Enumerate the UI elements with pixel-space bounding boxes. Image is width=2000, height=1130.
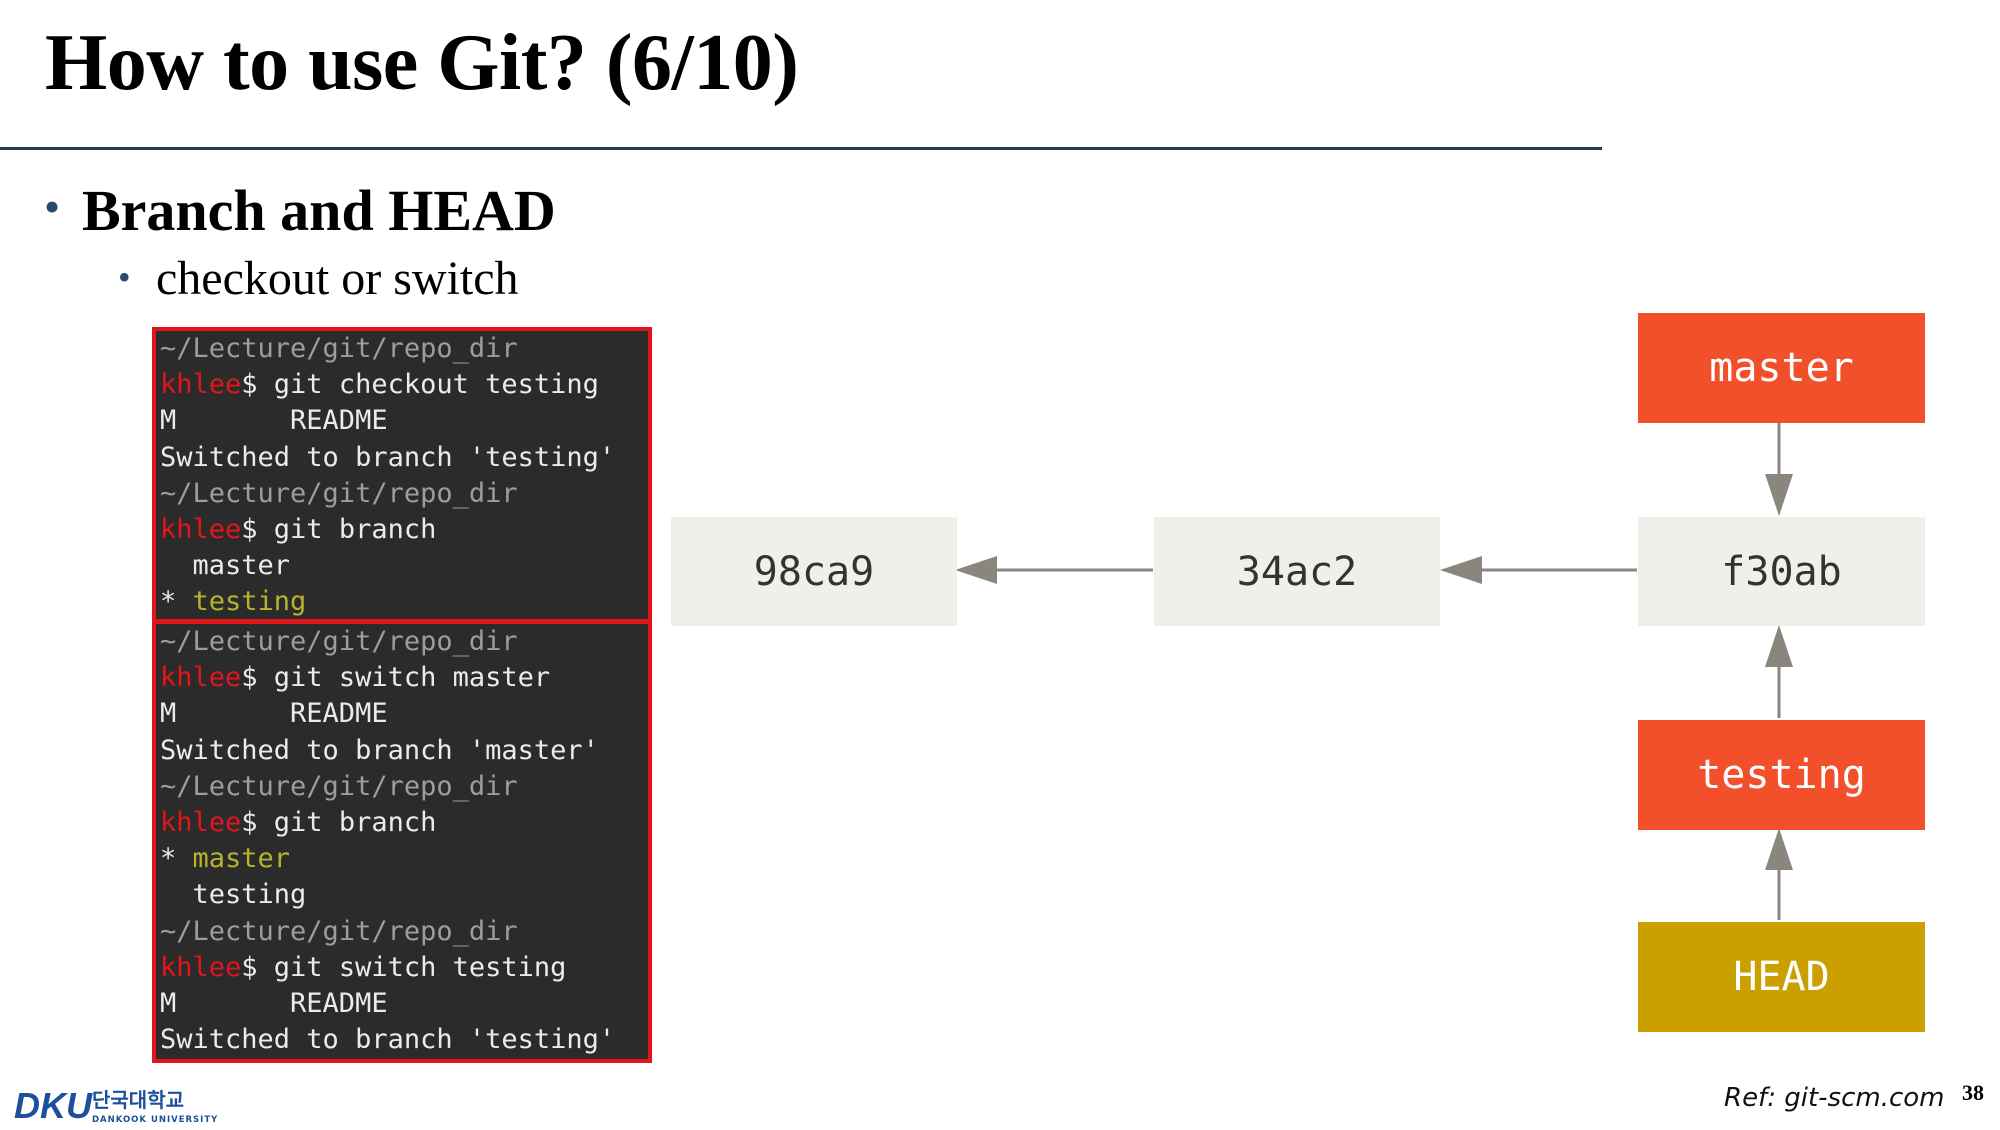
terminal-command: git checkout testing [273, 369, 599, 401]
terminal-line: * testing [156, 584, 648, 619]
terminal-path: ~/Lecture/git/repo_dir [160, 770, 518, 802]
arrowhead-left-icon [1440, 556, 1482, 584]
terminal-output: master [160, 550, 291, 582]
terminal-line: Switched to branch 'testing' [156, 1022, 648, 1058]
slide-title: How to use Git? (6/10) [45, 19, 799, 107]
commit-98ca9: 98ca9 [671, 517, 957, 626]
bullet-dot-sub: • [118, 257, 131, 297]
terminal-line: M README [156, 403, 648, 439]
terminal-output: Switched to branch 'master' [160, 734, 599, 766]
terminal-current-branch: testing [192, 586, 307, 618]
logo-english: DANKOOK UNIVERSITY [92, 1115, 218, 1125]
terminal-path: ~/Lecture/git/repo_dir [160, 915, 518, 947]
terminal-user: khlee [160, 369, 242, 401]
terminal-path: ~/Lecture/git/repo_dir [160, 626, 518, 657]
title-divider [0, 147, 1602, 150]
terminal-line: khlee$ git switch testing [156, 950, 648, 986]
university-logo: DKU 단국대학교 DANKOOK UNIVERSITY [14, 1085, 224, 1126]
bullet-sub: checkout or switch [156, 252, 519, 305]
branch-master: master [1638, 313, 1925, 423]
terminal-prompt: $ [241, 369, 274, 401]
terminal-command: git switch testing [273, 951, 567, 983]
terminal-path: ~/Lecture/git/repo_dir [160, 333, 518, 364]
terminal-prompt: $ [241, 951, 274, 983]
terminal-line: Switched to branch 'master' [156, 733, 648, 769]
branch-testing: testing [1638, 720, 1925, 830]
terminal-user: khlee [160, 513, 242, 545]
arrowhead-down-icon [1765, 474, 1793, 516]
terminal-output: Switched to branch 'testing' [160, 441, 616, 473]
terminal-command: git switch master [273, 662, 551, 694]
terminal-line: khlee$ git switch master [156, 660, 648, 696]
terminal-line: ~/Lecture/git/repo_dir [156, 624, 648, 660]
terminal-line: ~/Lecture/git/repo_dir [156, 331, 648, 367]
reference-note: Ref: git-scm.com [1724, 1083, 1945, 1113]
terminal-output: Switched to branch 'testing' [160, 1024, 616, 1056]
logo-korean: 단국대학교 [92, 1088, 184, 1112]
terminal-line: M README [156, 696, 648, 732]
commit-34ac2: 34ac2 [1154, 517, 1440, 626]
terminal-line: master [156, 548, 648, 584]
terminal-current-branch: master [192, 843, 291, 875]
terminal-prompt: $ [241, 513, 274, 545]
arrowhead-up-icon [1765, 625, 1793, 667]
terminal-output: M README [160, 698, 388, 730]
terminal-user: khlee [160, 662, 242, 694]
arrowhead-left-icon [955, 556, 997, 584]
terminal-command: git branch [273, 806, 437, 838]
terminal-output: M README [160, 987, 388, 1019]
commit-f30ab: f30ab [1638, 517, 1925, 626]
terminal-line: Switched to branch 'testing' [156, 440, 648, 476]
terminal-current-marker: * [160, 586, 193, 618]
terminal-line: ~/Lecture/git/repo_dir [156, 914, 648, 950]
head-pointer: HEAD [1638, 922, 1925, 1032]
terminal-line: * master [156, 841, 648, 877]
logo-mark: DKU [14, 1085, 93, 1125]
bullet-main: Branch and HEAD [82, 178, 556, 243]
bullet-dot: • [44, 181, 61, 232]
terminal-line: testing [156, 877, 648, 913]
terminal-line: khlee$ git branch [156, 805, 648, 841]
terminal-line: khlee$ git checkout testing [156, 367, 648, 403]
terminal-line: ~/Lecture/git/repo_dir [156, 769, 648, 805]
terminal-prompt: $ [241, 662, 274, 694]
terminal-prompt: $ [241, 806, 274, 838]
terminal-line: M README [156, 986, 648, 1022]
terminal-command: git branch [273, 513, 437, 545]
page-number: 38 [1962, 1080, 1984, 1105]
arrowhead-up-icon [1765, 828, 1793, 870]
terminal-path: ~/Lecture/git/repo_dir [160, 477, 518, 509]
terminal-user: khlee [160, 951, 242, 983]
terminal-user: khlee [160, 806, 242, 838]
terminal-line: khlee$ git branch [156, 512, 648, 548]
terminal-current-marker: * [160, 843, 193, 875]
terminal-line: ~/Lecture/git/repo_dir [156, 476, 648, 512]
terminal-output: testing [160, 879, 307, 911]
dku-logo-icon: DKU 단국대학교 DANKOOK UNIVERSITY [14, 1085, 218, 1126]
terminal-output: M README [160, 405, 388, 437]
